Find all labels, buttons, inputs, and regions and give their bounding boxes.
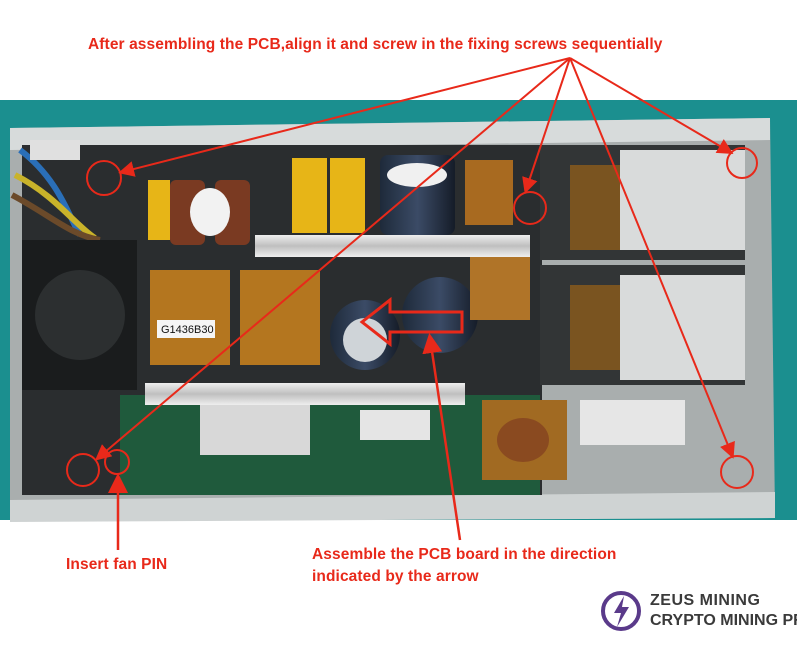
yellow-capacitor	[292, 158, 327, 233]
screw-circle	[720, 455, 754, 489]
fan-pin-caption: Insert fan PIN	[66, 556, 168, 573]
pcb-board	[120, 395, 540, 495]
transformer-label-plate	[157, 320, 215, 338]
zeus-mining-logo: ZEUS MINING CRYPTO MINING PRO	[600, 588, 797, 634]
logo-line1: ZEUS MINING	[650, 592, 761, 609]
electrolytic-capacitor	[402, 277, 478, 353]
logo-line2: CRYPTO MINING PRO	[650, 612, 797, 629]
transformer-code: G1436B30	[161, 324, 214, 336]
heatsink	[145, 383, 465, 405]
transformer	[240, 270, 320, 365]
screw-circle	[86, 160, 122, 196]
screw-instruction-caption: After assembling the PCB,align it and sc…	[88, 36, 663, 53]
direction-caption: Assemble the PCB board in the direction …	[312, 544, 616, 588]
heatsink	[255, 235, 530, 257]
yellow-capacitor	[148, 180, 170, 240]
assembly-direction-arrow	[359, 296, 464, 348]
transformer	[150, 270, 230, 365]
screw-circle	[66, 453, 100, 487]
screw-circle	[726, 147, 758, 179]
direction-caption-line1: Assemble the PCB board in the direction	[312, 546, 617, 563]
yellow-capacitor	[330, 158, 365, 233]
direction-caption-line2: indicated by the arrow	[312, 568, 479, 585]
lightning-bolt-icon	[601, 591, 641, 631]
